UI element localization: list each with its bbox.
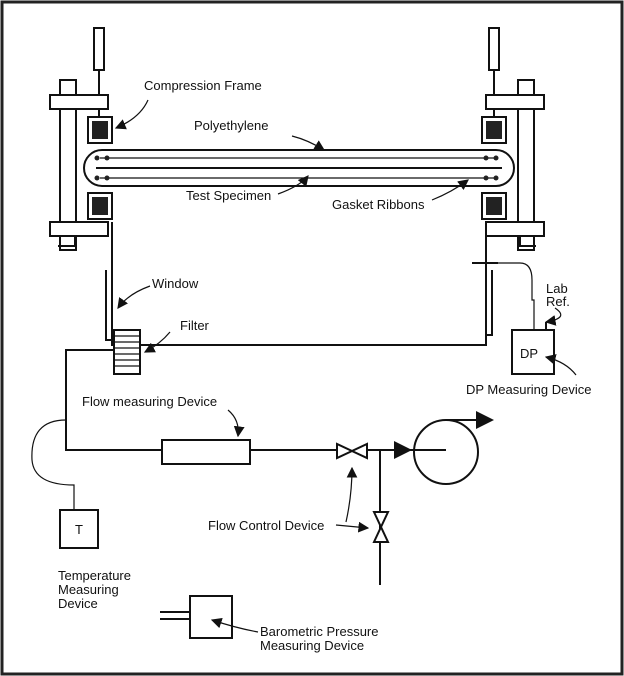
label-ref: Ref. xyxy=(546,294,570,309)
label-filter: Filter xyxy=(180,318,210,333)
label-temperature-2: Measuring xyxy=(58,582,119,597)
label-test-specimen: Test Specimen xyxy=(186,188,271,203)
right-compression-frame xyxy=(481,27,545,251)
label-window: Window xyxy=(152,276,199,291)
label-polyethylene: Polyethylene xyxy=(194,118,268,133)
leader-arrows xyxy=(114,99,577,633)
label-dp-box: DP xyxy=(520,346,538,361)
temperature-device xyxy=(31,419,99,549)
vacuum-pump xyxy=(410,411,494,485)
label-lab: Lab xyxy=(546,281,568,296)
label-barometric-1: Barometric Pressure xyxy=(260,624,378,639)
label-flow-control: Flow Control Device xyxy=(208,518,324,533)
label-dp-device: DP Measuring Device xyxy=(466,382,591,397)
flow-line xyxy=(65,349,412,585)
filter xyxy=(113,329,141,375)
label-temperature-1: Temperature xyxy=(58,568,131,583)
specimen-assembly xyxy=(83,149,515,187)
barometric-device xyxy=(160,595,233,639)
dp-device xyxy=(498,262,555,375)
flow-valve-vertical xyxy=(372,511,390,543)
test-chamber xyxy=(105,222,498,346)
label-gasket-ribbons: Gasket Ribbons xyxy=(332,197,425,212)
flow-valve-horizontal xyxy=(336,442,368,460)
left-compression-frame xyxy=(49,27,113,251)
label-temp-box: T xyxy=(75,522,83,537)
label-temperature-3: Device xyxy=(58,596,98,611)
flow-meter-box xyxy=(161,439,251,465)
label-compression-frame: Compression Frame xyxy=(144,78,262,93)
label-barometric-2: Measuring Device xyxy=(260,638,364,653)
label-flow-measuring: Flow measuring Device xyxy=(82,394,217,409)
